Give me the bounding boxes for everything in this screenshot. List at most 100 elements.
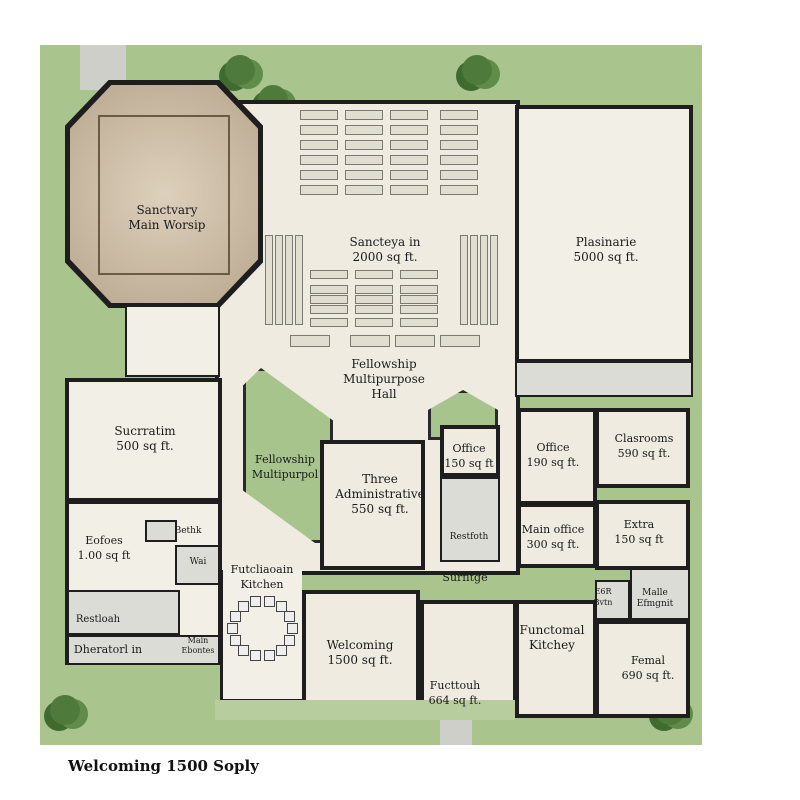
label-dheratoln: Dheratorl in: [73, 643, 143, 656]
pew: [300, 185, 338, 195]
functional-kitchey-room: [515, 600, 597, 718]
chair-icon: [229, 635, 241, 647]
pew: [345, 170, 383, 180]
pew: [345, 140, 383, 150]
pew: [440, 185, 478, 195]
pew: [480, 235, 488, 325]
pew: [290, 335, 330, 347]
pew: [310, 270, 348, 279]
three-administrative-room: [320, 440, 425, 570]
wai-room: [175, 545, 220, 585]
plasinarie-room: [515, 105, 693, 363]
functouh-room: [420, 600, 517, 718]
pew: [440, 125, 478, 135]
chair-icon: [263, 595, 275, 607]
chair-icon: [287, 623, 298, 634]
pew: [295, 235, 303, 325]
tree-icon: [50, 695, 80, 725]
bethk-room: [145, 520, 177, 542]
sanctuary-room: [70, 85, 258, 303]
pew: [285, 235, 293, 325]
pew: [310, 318, 348, 327]
welcoming-room: [302, 590, 420, 708]
chair-icon: [250, 595, 262, 607]
restroom-left: [67, 590, 180, 635]
pew: [440, 155, 478, 165]
pew: [310, 295, 348, 304]
pew: [355, 295, 393, 304]
label-restroom-left: Restloah: [75, 614, 121, 625]
pew: [350, 335, 390, 347]
label-bethk: Bethk: [174, 526, 202, 536]
pew: [400, 270, 438, 279]
chair-icon: [275, 644, 287, 656]
chair-icon: [275, 601, 287, 613]
office-a-room: [440, 425, 500, 477]
restroom-mid: [440, 477, 500, 562]
pew: [310, 305, 348, 314]
pew: [300, 140, 338, 150]
pew: [440, 170, 478, 180]
chair-icon: [229, 610, 241, 622]
pew: [400, 318, 438, 327]
pew: [440, 140, 478, 150]
chair-icon: [263, 650, 275, 662]
pew: [310, 285, 348, 294]
main-office-room: [517, 503, 597, 568]
tree-icon: [462, 55, 492, 85]
label-surfitge: Surfitge: [442, 571, 488, 584]
label-wai: Wai: [189, 557, 207, 567]
pew: [345, 185, 383, 195]
pew: [400, 305, 438, 314]
pew: [345, 125, 383, 135]
pew: [440, 335, 480, 347]
pew: [275, 235, 283, 325]
pew: [355, 318, 393, 327]
femal-room: [595, 620, 690, 718]
chair-icon: [238, 644, 250, 656]
pew: [460, 235, 468, 325]
esr-room: [595, 580, 630, 620]
pew: [300, 170, 338, 180]
pew: [300, 125, 338, 135]
dheratorlin-room: [67, 635, 220, 665]
pew: [395, 335, 435, 347]
pew: [400, 285, 438, 294]
pew: [390, 140, 428, 150]
chair-icon: [227, 623, 238, 634]
pew: [345, 110, 383, 120]
caption: Welcoming 1500 Soply: [68, 757, 259, 775]
south-lawn-strip: [215, 700, 515, 720]
classrooms-room: [595, 408, 690, 488]
chair-icon: [238, 601, 250, 613]
pew: [440, 110, 478, 120]
pew: [390, 170, 428, 180]
pew: [390, 110, 428, 120]
chair-icon: [250, 650, 262, 662]
tree-icon: [225, 55, 255, 85]
pew: [265, 235, 273, 325]
label-restroom-mid: Restfoth: [449, 532, 489, 542]
chair-icon: [284, 635, 296, 647]
pew: [300, 110, 338, 120]
office-b-room: [517, 408, 597, 505]
pew: [390, 125, 428, 135]
